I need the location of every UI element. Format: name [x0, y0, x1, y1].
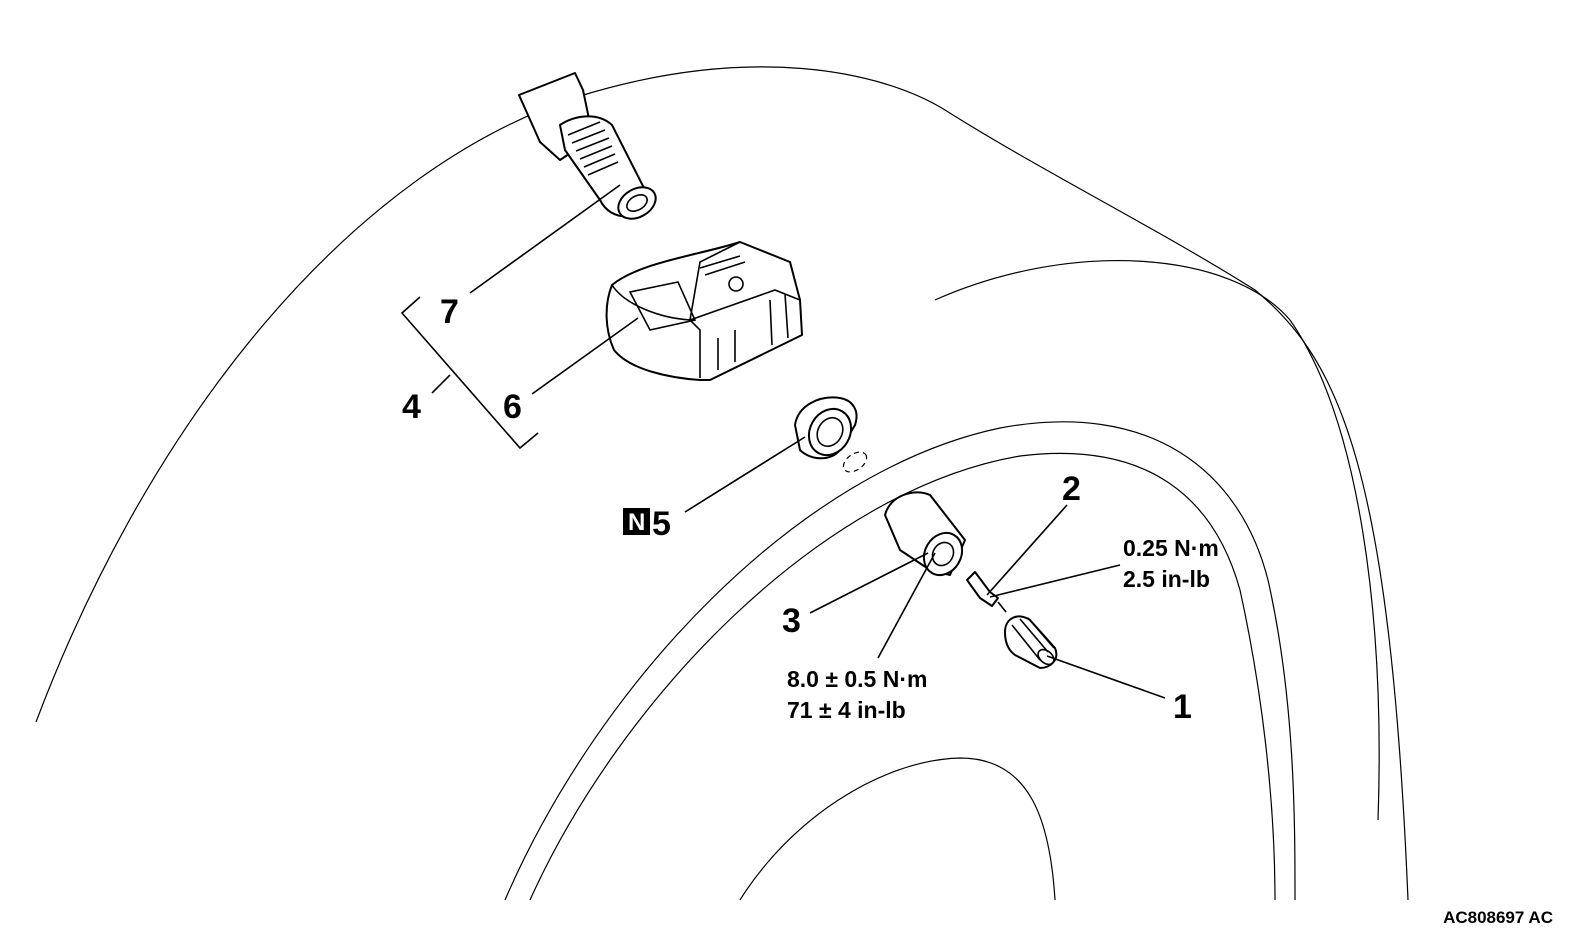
- leader-line-3-torque: [877, 552, 936, 659]
- label-item-7: 7: [440, 293, 459, 331]
- assembly-4-bracket: [400, 296, 539, 450]
- grommet-part-5: [794, 396, 858, 460]
- rim-valve-hole: [842, 451, 868, 473]
- label-item-4: 4: [402, 388, 421, 426]
- leader-line-6: [531, 317, 639, 395]
- valve-nut-part-3: [884, 491, 966, 577]
- new-part-badge-letter: N: [628, 509, 645, 536]
- wheel-hub-opening: [739, 757, 1056, 901]
- valve-cap-part-1: [1004, 615, 1058, 669]
- tire-outer-outline: [35, 66, 1409, 901]
- leader-line-2-torque: [989, 564, 1121, 598]
- leader-line-5: [684, 436, 806, 513]
- figure-code: AC808697 AC: [1443, 908, 1553, 927]
- torque-nut-inlb: 71 ± 4 in-lb: [787, 697, 906, 723]
- torque-valve-core-nm: 0.25 N·m: [1123, 535, 1219, 561]
- tire-shoulder-outline: [934, 260, 1380, 821]
- wheel-rim-outer-edge: [504, 421, 1296, 901]
- label-item-2: 2: [1062, 470, 1081, 508]
- valve-stem-part-7: [518, 72, 657, 220]
- torque-nut-nm: 8.0 ± 0.5 N·m: [787, 666, 927, 692]
- leader-line-4: [431, 374, 451, 394]
- label-item-1: 1: [1173, 688, 1192, 726]
- label-item-5: 5: [652, 505, 671, 543]
- valve-core-part-2: [966, 571, 1007, 613]
- wheel-rim-inner-edge: [529, 452, 1276, 901]
- tpms-transmitter-part-6: [605, 241, 803, 381]
- new-part-badge-box: [623, 508, 650, 535]
- leader-line-2: [986, 504, 1068, 596]
- leader-line-1: [1046, 655, 1166, 699]
- leader-line-3: [809, 552, 929, 614]
- label-item-3: 3: [782, 602, 801, 640]
- label-item-6: 6: [503, 388, 522, 426]
- torque-valve-core-inlb: 2.5 in-lb: [1123, 566, 1210, 592]
- leader-line-7: [469, 184, 621, 294]
